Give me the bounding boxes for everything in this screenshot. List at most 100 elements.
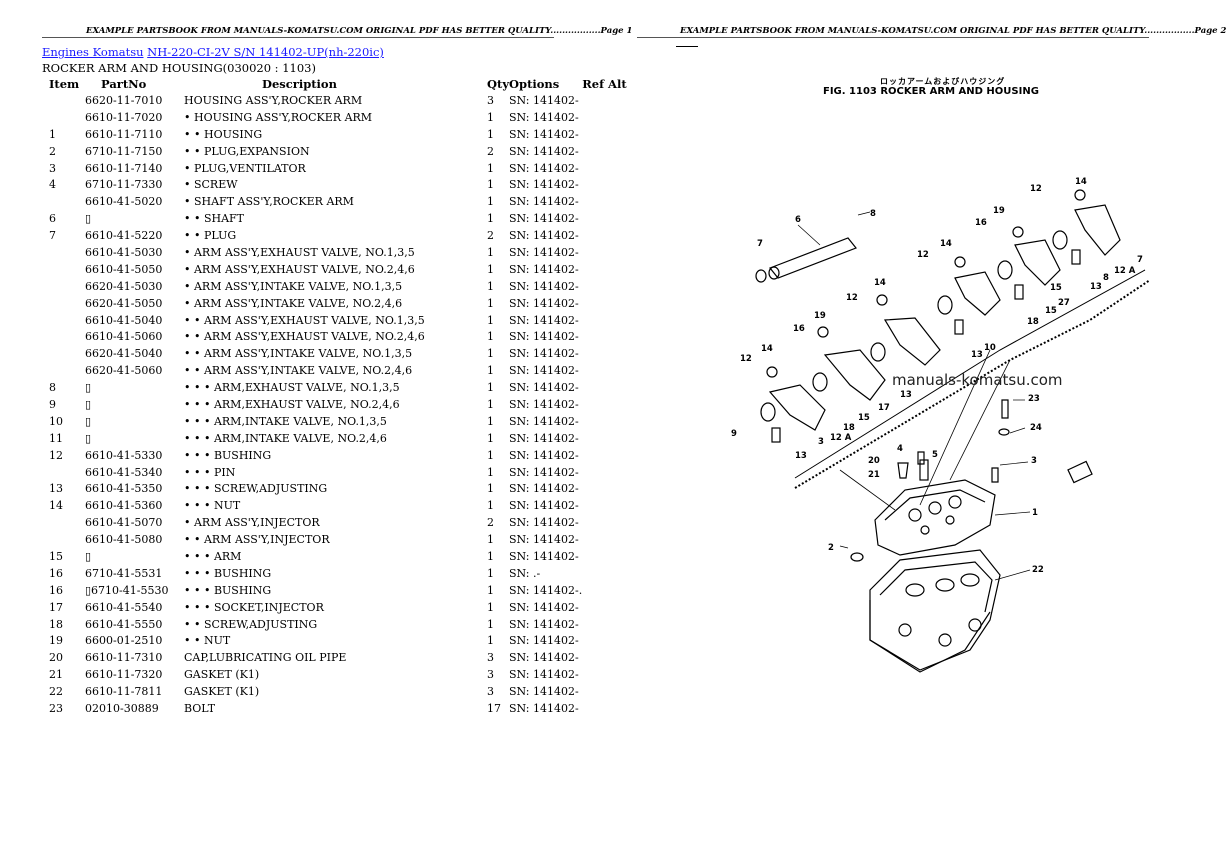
cell-qty: 1 (487, 397, 494, 411)
callout-7-right: 7 (1137, 255, 1143, 265)
cell-partno: ▯ (85, 414, 92, 428)
cell-item: 14 (49, 499, 63, 513)
callout-6: 6 (795, 215, 801, 225)
callout-8-top: 8 (870, 209, 876, 219)
breadcrumb-link-engines[interactable]: Engines Komatsu (42, 45, 144, 59)
column-header-qty: Qty (487, 77, 510, 91)
callout-14-left: 14 (874, 278, 886, 288)
cell-partno: 6710-41-5531 (85, 566, 163, 580)
cell-partno: 6610-41-5020 (85, 195, 163, 209)
cell-qty: 1 (487, 566, 494, 580)
column-header-description: Description (262, 77, 337, 91)
cell-item (42, 312, 85, 329)
cell-item: 18 (49, 617, 63, 631)
header-tick-mark (676, 46, 698, 47)
cell-options: SN: 141402- (509, 93, 579, 107)
cell-partno: 6610-41-5340 (85, 465, 163, 479)
cell-item: 3 (49, 161, 56, 175)
breadcrumb: Engines Komatsu NH-220-CI-2V S/N 141402-… (42, 45, 384, 59)
cell-options: SN: 141402- (509, 330, 579, 344)
cell-partno: 6610-41-5050 (85, 262, 163, 276)
callout-4: 4 (897, 444, 903, 454)
cell-item: 15 (49, 549, 63, 563)
cell-qty: 3 (487, 685, 494, 699)
table-row: 6620-41-5040• • ARM ASS'Y,INTAKE VALVE, … (42, 345, 642, 362)
cell-options: SN: 141402- (509, 617, 579, 631)
cell-refalt (582, 514, 642, 531)
cell-description: • • ARM ASS'Y,EXHAUST VALVE, NO.1,3,5 (184, 313, 425, 327)
cell-refalt (582, 565, 642, 582)
cell-options: SN: .- (509, 566, 541, 580)
cell-partno: ▯6710-41-5530 (85, 583, 169, 597)
cell-partno: 6610-11-7310 (85, 651, 163, 665)
cell-refalt (582, 345, 642, 362)
cell-refalt (582, 210, 642, 227)
cell-item (42, 295, 85, 312)
cell-qty: 1 (487, 465, 494, 479)
cell-description: • HOUSING ASS'Y,ROCKER ARM (184, 110, 373, 124)
cell-qty: 17 (487, 702, 501, 715)
cell-qty: 1 (487, 347, 494, 361)
cell-options: SN: 141402- (509, 702, 579, 715)
cell-description: • ARM ASS'Y,INJECTOR (184, 516, 320, 530)
cell-partno: 6610-41-5070 (85, 516, 163, 530)
cell-options: SN: 141402- (509, 600, 579, 614)
cell-refalt (582, 683, 642, 700)
callout-12A-right: 12 A (1114, 266, 1136, 276)
cell-item: 16 (49, 583, 63, 597)
callout-24: 24 (1030, 423, 1042, 433)
cell-options: SN: 141402- (509, 516, 579, 530)
cell-description: • • • BUSHING (184, 566, 272, 580)
cell-qty: 1 (487, 583, 494, 597)
table-row: 6620-41-5050• ARM ASS'Y,INTAKE VALVE, NO… (42, 295, 642, 312)
cell-options: SN: 141402- (509, 465, 579, 479)
cell-description: • • ARM ASS'Y,INTAKE VALVE, NO.1,3,5 (184, 347, 413, 361)
cell-options: SN: 141402- (509, 262, 579, 276)
table-row: 6610-41-5040• • ARM ASS'Y,EXHAUST VALVE,… (42, 312, 642, 329)
cell-qty: 2 (487, 516, 494, 530)
column-header-partno: PartNo (101, 77, 147, 91)
rocker-arm-drawing-4 (937, 271, 1024, 316)
cell-description: • ARM ASS'Y,INTAKE VALVE, NO.2,4,6 (184, 296, 403, 310)
cell-item (42, 109, 85, 126)
cell-description: • PLUG,VENTILATOR (184, 161, 306, 175)
callout-13-right: 13 (1090, 282, 1102, 292)
cell-options: SN: 141402- (509, 195, 579, 209)
callout-2: 2 (828, 543, 834, 553)
cell-refalt (582, 362, 642, 379)
rocker-arm-drawing-5 (997, 239, 1061, 286)
callout-5: 5 (932, 450, 938, 460)
cell-description: • • • BUSHING (184, 448, 272, 462)
breadcrumb-link-model[interactable]: NH-220-CI-2V S/N 141402-UP(nh-220ic) (147, 45, 384, 59)
cell-options: SN: 141402- (509, 313, 579, 327)
cell-partno: 6620-11-7010 (85, 93, 163, 107)
cell-refalt (582, 430, 642, 447)
cell-qty: 1 (487, 448, 494, 462)
cell-qty: 1 (487, 195, 494, 209)
callout-19-top: 19 (993, 206, 1005, 216)
callout-8-right: 8 (1103, 273, 1109, 283)
cell-qty: 3 (487, 93, 494, 107)
page-title: ROCKER ARM AND HOUSING(030020 : 1103) (42, 61, 316, 75)
column-header-item: Item (49, 77, 80, 91)
cell-item: 7 (49, 229, 56, 243)
figure-title: FIG. 1103 ROCKER ARM AND HOUSING (823, 86, 1039, 97)
cell-options: SN: 141402- (509, 178, 579, 192)
cell-refalt (582, 666, 642, 683)
rocker-shaft-drawing (755, 237, 857, 283)
cell-partno: 6610-41-5360 (85, 499, 163, 513)
cell-item (42, 514, 85, 531)
parts-table: Item PartNo Description Qty Options Ref … (42, 76, 642, 717)
cell-description: • • ARM ASS'Y,EXHAUST VALVE, NO.2,4,6 (184, 330, 425, 344)
cell-qty: 1 (487, 330, 494, 344)
cell-partno: ▯ (85, 549, 92, 563)
cell-options: SN: 141402-. (509, 583, 583, 597)
gasket-drawing (869, 549, 1001, 673)
